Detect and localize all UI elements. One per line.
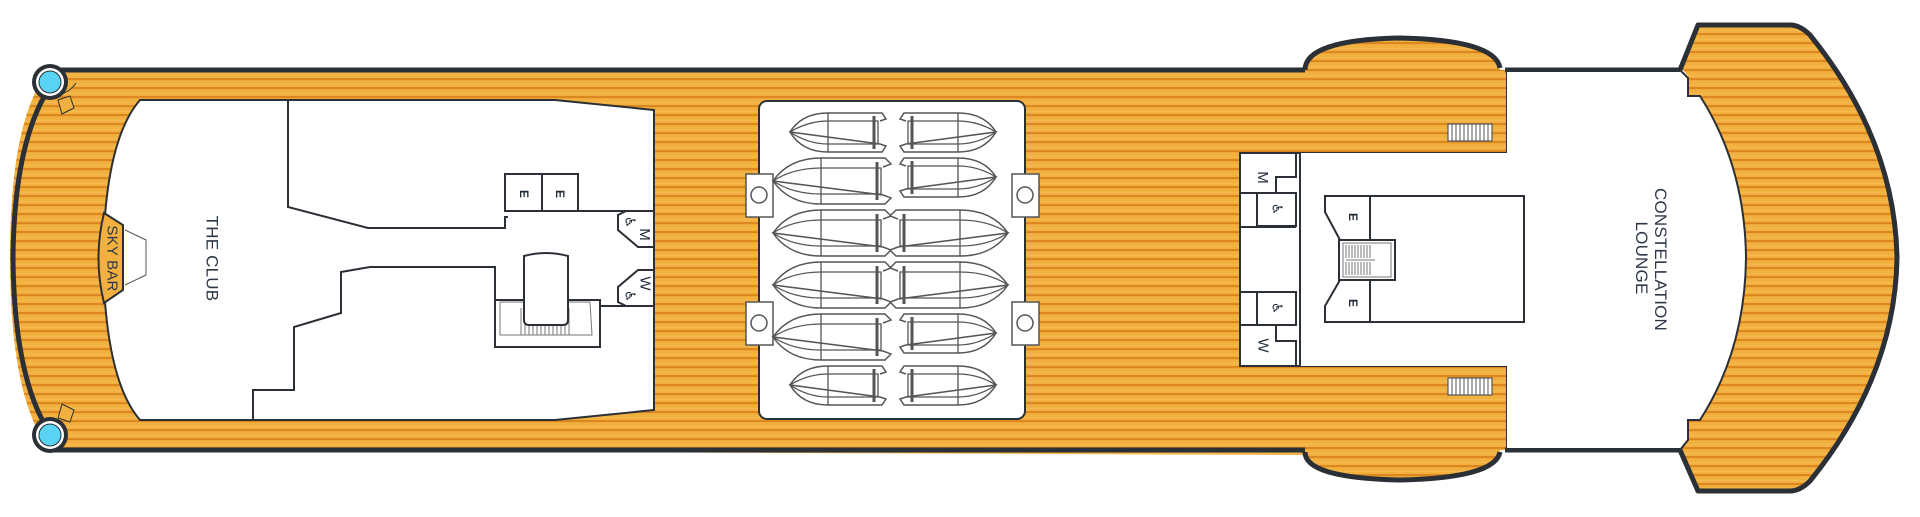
constellation-label-line1: CONSTELLATION: [1651, 188, 1670, 332]
aft-elevator-1-label: E: [517, 189, 532, 199]
constellation-lounge-label: CONSTELLATION LOUNGE: [1590, 188, 1670, 332]
aft-restroom-women-label: W: [636, 276, 654, 291]
bow-deck: [1677, 22, 1900, 494]
the-club-label: THE CLUB: [202, 215, 222, 302]
the-club-area: [101, 99, 655, 421]
forward-core: [1239, 152, 1525, 367]
forward-restroom-women-label: W: [1254, 338, 1272, 353]
constellation-label-line2: LOUNGE: [1632, 221, 1651, 295]
accessible-icon: ♿: [1268, 202, 1285, 216]
sky-bar: [97, 211, 147, 305]
davit-right-upper: [1011, 173, 1040, 218]
sky-bar-label: SKY BAR: [103, 225, 121, 292]
jacuzzi-upper: [32, 64, 77, 115]
stairs-icon: [1447, 377, 1493, 396]
aft-elevator-2-label: E: [553, 189, 568, 199]
davit-left-upper: [745, 173, 774, 218]
davit-right-lower: [1011, 301, 1040, 346]
aft-restrooms: [617, 210, 655, 307]
jacuzzi-lower: [32, 403, 75, 453]
forward-elevator-2-label: E: [1346, 298, 1361, 308]
accessible-icon: ♿: [621, 289, 638, 303]
aft-stairwell: [494, 252, 601, 348]
lifeboat-station: [745, 100, 1040, 420]
aft-elevator-block: [504, 173, 579, 212]
forward-restroom-men-label: M: [1253, 171, 1271, 184]
accessible-icon: ♿: [621, 215, 638, 229]
accessible-icon: ♿: [1268, 301, 1285, 315]
aft-restroom-men-label: M: [635, 228, 653, 241]
forward-elevator-1-label: E: [1346, 212, 1361, 222]
davit-left-lower: [745, 301, 774, 346]
stairs-icon: [1447, 123, 1493, 142]
